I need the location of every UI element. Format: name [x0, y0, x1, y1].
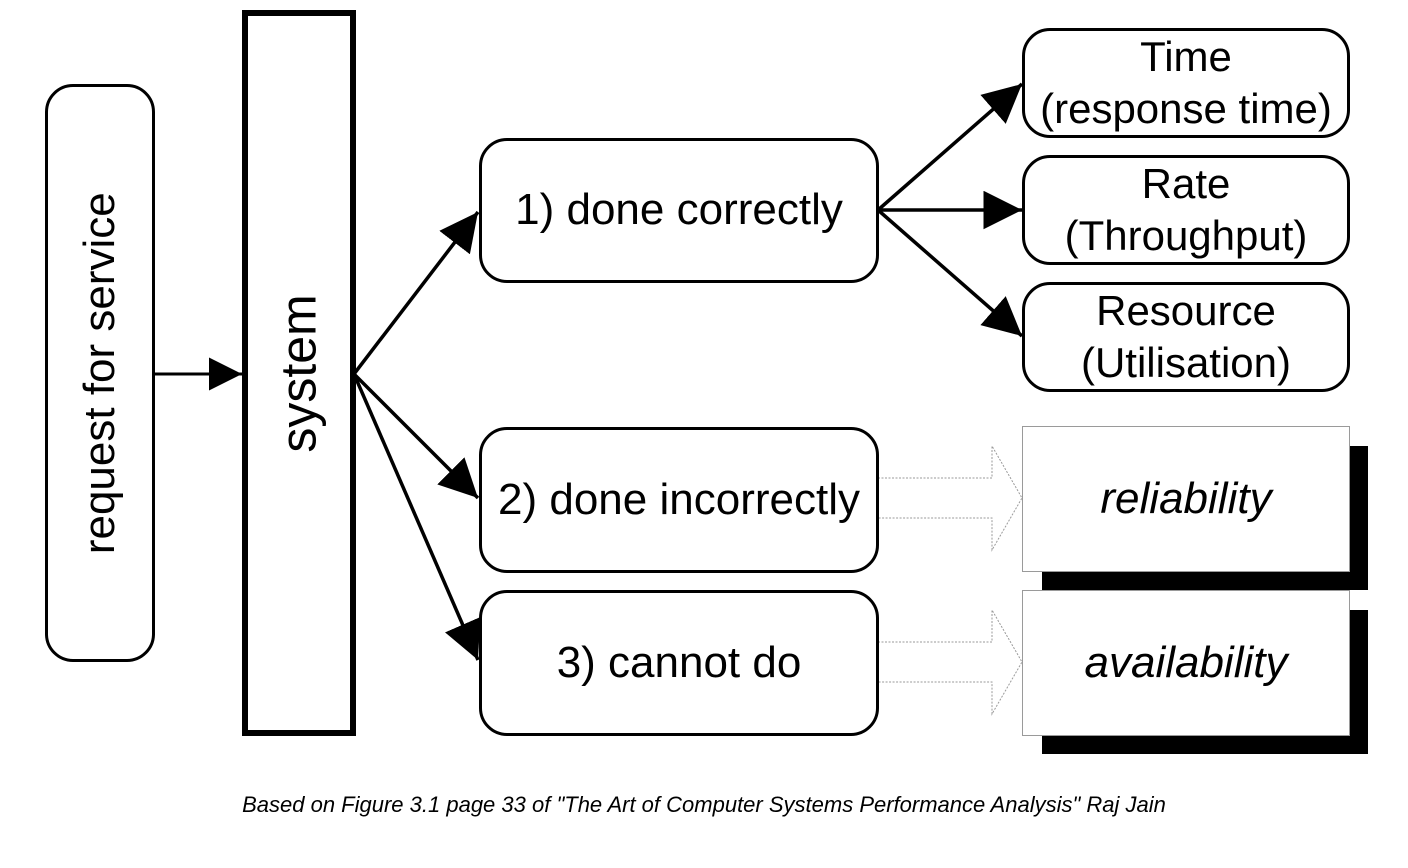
arrow-system-to-cannot-do [352, 373, 481, 661]
metric-rate-label: Rate (Throughput) [1065, 158, 1308, 262]
system-node: system [242, 10, 356, 736]
hollow-arrow-cannot-to-availability [877, 608, 1023, 716]
quality-availability: availability [1022, 590, 1350, 736]
outcome-done-correctly-label: 1) done correctly [515, 185, 843, 235]
request-for-service-label: request for service [74, 192, 124, 554]
request-for-service-node: request for service [45, 84, 155, 662]
outcome-cannot-do: 3) cannot do [479, 590, 879, 736]
metric-resource-subtitle: (Utilisation) [1080, 339, 1292, 386]
quality-reliability: reliability [1022, 426, 1350, 572]
metric-resource-title: Resource [1096, 287, 1276, 334]
metric-time: Time (response time) [1022, 28, 1350, 138]
metric-time-title: Time [1140, 33, 1232, 80]
metric-resource-label: Resource (Utilisation) [1081, 285, 1291, 389]
metric-time-label: Time (response time) [1040, 31, 1332, 135]
arrow-system-to-done-correctly [352, 210, 480, 376]
arrow-correct-to-time [876, 82, 1024, 212]
quality-availability-label: availability [1084, 637, 1288, 687]
arrow-system-to-done-incorrectly [352, 372, 480, 500]
outcome-done-incorrectly: 2) done incorrectly [479, 427, 879, 573]
quality-reliability-label: reliability [1100, 473, 1272, 523]
outcome-done-incorrectly-label: 2) done incorrectly [498, 474, 860, 524]
outcome-cannot-do-label: 3) cannot do [556, 637, 802, 687]
hollow-arrow-incorrect-to-reliability [877, 444, 1023, 552]
metric-rate-subtitle: (Throughput) [1064, 212, 1308, 259]
figure-caption: Based on Figure 3.1 page 33 of "The Art … [242, 792, 1166, 817]
metric-rate-title: Rate [1141, 160, 1231, 207]
system-label: system [270, 293, 327, 453]
outcome-done-correctly: 1) done correctly [479, 138, 879, 283]
metric-time-subtitle: (response time) [1040, 85, 1332, 132]
arrow-correct-to-resource [876, 208, 1024, 338]
metric-rate: Rate (Throughput) [1022, 155, 1350, 265]
metric-resource: Resource (Utilisation) [1022, 282, 1350, 392]
